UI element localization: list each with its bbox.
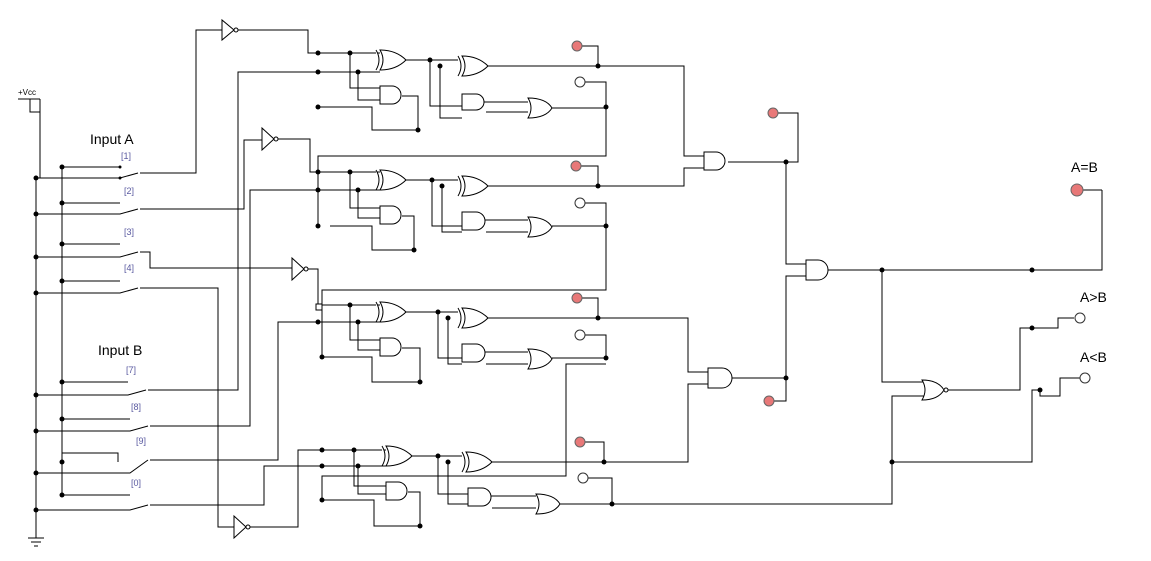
switch-b7-label: [7] [126, 365, 136, 375]
ground-symbol [28, 530, 44, 547]
bit-comparator-4 [319, 363, 615, 529]
switch-a2-label: [2] [124, 186, 134, 196]
bit4-aux-led [577, 472, 589, 484]
bit-comparator-1 [315, 49, 609, 133]
inverter-a4 [233, 449, 322, 540]
switch-a3-label: [3] [124, 227, 134, 237]
switch-a4-label: [4] [124, 263, 134, 273]
greater-led [1074, 312, 1086, 324]
bit-comparator-3 [315, 226, 609, 385]
inverter-a3 [291, 256, 319, 305]
switch-b9-label: [9] [136, 436, 146, 446]
switch-a2[interactable]: [2] [36, 139, 262, 215]
bit1-aux-led [574, 76, 586, 88]
switch-a1-label: [1] [121, 151, 131, 161]
bit-comparator-2 [315, 107, 609, 253]
rail-junctions [33, 164, 65, 513]
bit3-aux-led [574, 329, 586, 341]
middle-lower-led [763, 395, 775, 407]
inverter-a2 [261, 126, 318, 173]
output-equal: A=B [1070, 159, 1102, 197]
output-greater-label: A>B [1080, 289, 1107, 305]
input-b-label: Input B [98, 342, 142, 358]
input-a-label: Input A [90, 131, 134, 147]
switch-b8-label: [8] [131, 402, 141, 412]
and-gate-lower [598, 317, 786, 463]
bit3-equal-led [571, 292, 583, 304]
switch-b9[interactable]: [9] [36, 321, 318, 474]
switch-b8[interactable]: [8] [36, 189, 318, 432]
nor-gate-output [612, 270, 1080, 505]
switch-b0[interactable]: [0] [36, 465, 322, 511]
output-equal-label: A=B [1071, 159, 1098, 175]
less-led [1079, 372, 1091, 384]
inverter-a1 [221, 18, 318, 54]
vcc-source: +Vcc [18, 88, 41, 530]
bit-leds [570, 40, 613, 504]
and-gate-final [769, 112, 1103, 402]
equal-led [1070, 183, 1084, 197]
vcc-label: +Vcc [18, 88, 36, 97]
bit4-equal-led [574, 436, 586, 448]
output-greater: A>B [1074, 289, 1107, 324]
output-less: A<B [1079, 349, 1107, 384]
bit1-equal-led [571, 40, 583, 52]
and-gate-upper [598, 65, 786, 187]
switch-a1[interactable]: [1] [36, 29, 222, 180]
output-less-label: A<B [1080, 349, 1107, 365]
switch-a4[interactable]: [4] [36, 263, 234, 528]
switch-b7[interactable]: [7] [36, 71, 318, 396]
switch-a3[interactable]: [3] [36, 227, 292, 269]
bit2-aux-led [574, 197, 586, 209]
switch-b0-label: [0] [131, 478, 141, 488]
bit2-equal-led [570, 160, 582, 172]
middle-upper-led [767, 107, 779, 119]
